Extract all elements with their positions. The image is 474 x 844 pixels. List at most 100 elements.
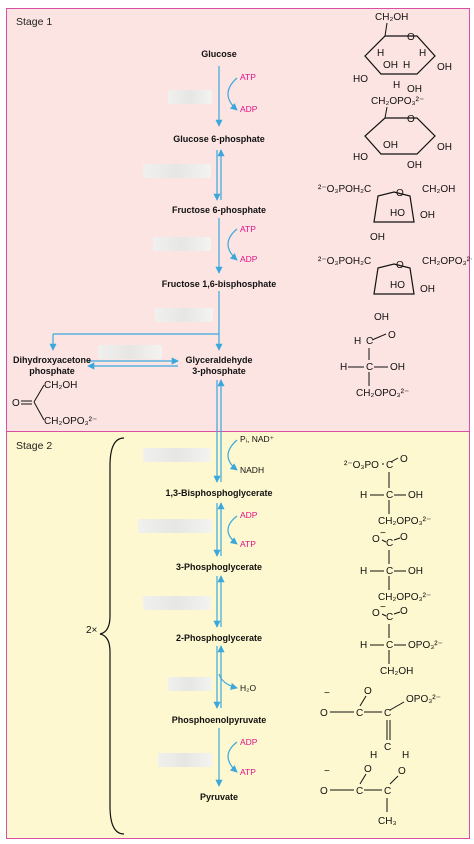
svg-text:CH₂OPO₃²⁻: CH₂OPO₃²⁻ [371,96,424,107]
dhap-structure: CH₂OH O CH₂OPO₃²⁻ [12,380,97,427]
svg-text:H: H [360,640,367,651]
cofactor-atp-1: ATP [240,72,256,82]
stage-1-label: Stage 1 [16,16,53,28]
metabolite-gap: Glyceraldehyde 3-phosphate [185,355,252,377]
svg-text:OPO₃²⁻: OPO₃²⁻ [406,694,441,705]
svg-text:CH₂OPO₃²⁻: CH₂OPO₃²⁻ [356,388,409,399]
svg-text:²⁻O₃POH₂C: ²⁻O₃POH₂C [318,184,371,195]
3-phosphoglycerate-structure: O − C O H C OH CH₂OPO₃²⁻ [360,530,431,603]
svg-text:H: H [403,60,410,71]
1-3-bisphosphoglycerate-structure: ²⁻O₃PO C O H C OH CH₂OPO₃²⁻ [344,454,431,527]
svg-text:−: − [324,766,330,777]
svg-text:H: H [360,566,367,577]
gap-line-2: 3-phosphate [192,366,246,376]
svg-text:CH₂OPO₃²⁻: CH₂OPO₃²⁻ [378,592,431,603]
svg-text:H: H [419,48,426,59]
enzyme-blank-10 [158,753,212,767]
fructose-1-6-bisphosphate-structure: ²⁻O₃POH₂C CH₂OPO₃²⁻ O HO OH OH [318,256,472,323]
svg-text:−: − [380,530,386,539]
svg-text:HO: HO [353,74,368,85]
multiplier-label: 2× [86,625,98,636]
svg-text:C: C [386,538,393,549]
svg-text:H: H [354,336,361,347]
metabolite-phosphoenolpyruvate: Phosphoenolpyruvate [171,715,267,725]
phosphoenolpyruvate-structure: − O C O C OPO₃²⁻ C H H [320,686,441,761]
svg-text:O: O [398,766,406,777]
svg-text:²⁻O₃PO: ²⁻O₃PO [344,460,379,471]
metabolite-fructose-6-phosphate: Fructose 6-phosphate [171,205,267,215]
svg-text:HO: HO [390,208,405,219]
svg-text:O: O [372,534,380,545]
svg-text:CH₃: CH₃ [378,816,397,827]
svg-text:H: H [340,362,347,373]
svg-text:O: O [407,32,415,43]
svg-text:C: C [384,708,391,719]
metabolite-1-3-bisphosphoglycerate: 1,3-Bisphosphoglycerate [165,488,273,498]
metabolite-fructose-1-6-bisphosphate: Fructose 1,6-bisphosphate [161,279,277,289]
svg-text:CH₂OH: CH₂OH [44,380,77,391]
svg-text:O: O [12,398,20,409]
svg-text:CH₂OPO₃²⁻: CH₂OPO₃²⁻ [378,516,431,527]
svg-text:H: H [370,750,377,761]
stage-1-panel [6,8,470,431]
2-phosphoglycerate-structure: O − C O H C OPO₃²⁻ CH₂OH [360,604,443,677]
svg-text:O: O [320,708,328,719]
metabolite-2-phosphoglycerate: 2-Phosphoglycerate [175,633,263,643]
svg-text:OH: OH [370,232,385,243]
svg-text:O: O [320,786,328,797]
dhap-line-1: Dihydroxyacetone [12,355,92,365]
svg-text:OH: OH [408,566,423,577]
svg-text:O: O [364,686,372,697]
enzyme-blank-8 [143,596,211,610]
svg-text:C: C [366,336,373,347]
metabolite-pyruvate: Pyruvate [199,792,239,802]
enzyme-blank-1 [168,90,212,104]
svg-text:C: C [384,742,391,753]
svg-text:C: C [366,362,373,373]
enzyme-blank-7 [138,519,212,533]
cofactor-adp-1: ADP [240,104,258,114]
svg-text:OH: OH [383,60,398,71]
enzyme-blank-5 [98,345,162,359]
svg-text:O: O [400,454,408,465]
svg-text:OH: OH [437,142,452,153]
pyruvate-structure: − O C O C O CH₃ [320,764,406,827]
svg-text:C: C [386,490,393,501]
svg-text:H: H [393,80,400,91]
svg-text:O: O [364,764,372,775]
metabolite-glucose: Glucose [201,49,237,59]
svg-text:²⁻O₃POH₂C: ²⁻O₃POH₂C [318,256,371,267]
svg-text:H: H [360,490,367,501]
svg-text:O: O [400,606,408,617]
enzyme-blank-3 [153,237,211,251]
cofactor-h2o: H₂O [240,683,257,693]
svg-text:−: − [380,604,386,613]
svg-text:CH₂OH: CH₂OH [422,184,455,195]
gap-line-1: Glyceraldehyde [185,355,253,365]
glyceraldehyde-3-phosphate-structure: H C O H C OH CH₂OPO₃²⁻ [340,330,409,399]
cofactor-adp-4: ADP [240,737,258,747]
enzyme-blank-2 [143,164,211,178]
cofactor-atp-4: ATP [240,767,256,777]
svg-text:CH₂OPO₃²⁻: CH₂OPO₃²⁻ [44,416,97,427]
svg-text:O: O [407,114,415,125]
cofactor-atp-3: ATP [240,539,256,549]
cofactor-atp-2: ATP [240,224,256,234]
svg-text:HO: HO [390,280,405,291]
fructose-6-phosphate-structure: ²⁻O₃POH₂C CH₂OH O HO OH OH [318,184,455,243]
dhap-line-2: phosphate [29,366,75,376]
cofactor-pi-nad: Pᵢ, NAD⁺ [240,434,275,444]
svg-text:C: C [386,460,393,471]
svg-text:OH: OH [420,210,435,221]
cofactor-nadh: NADH [240,465,265,475]
cofactor-adp-2: ADP [240,254,258,264]
glucose-structure: CH₂OH O H H OH H OH HO H OH [353,12,452,95]
svg-text:CH₂OH: CH₂OH [380,666,413,677]
metabolite-dhap: Dihydroxyacetone phosphate [13,355,91,377]
svg-text:HO: HO [353,152,368,163]
stage-2-brace [99,437,125,835]
svg-text:O: O [400,532,408,543]
svg-text:H: H [377,48,384,59]
svg-text:−: − [324,688,330,699]
